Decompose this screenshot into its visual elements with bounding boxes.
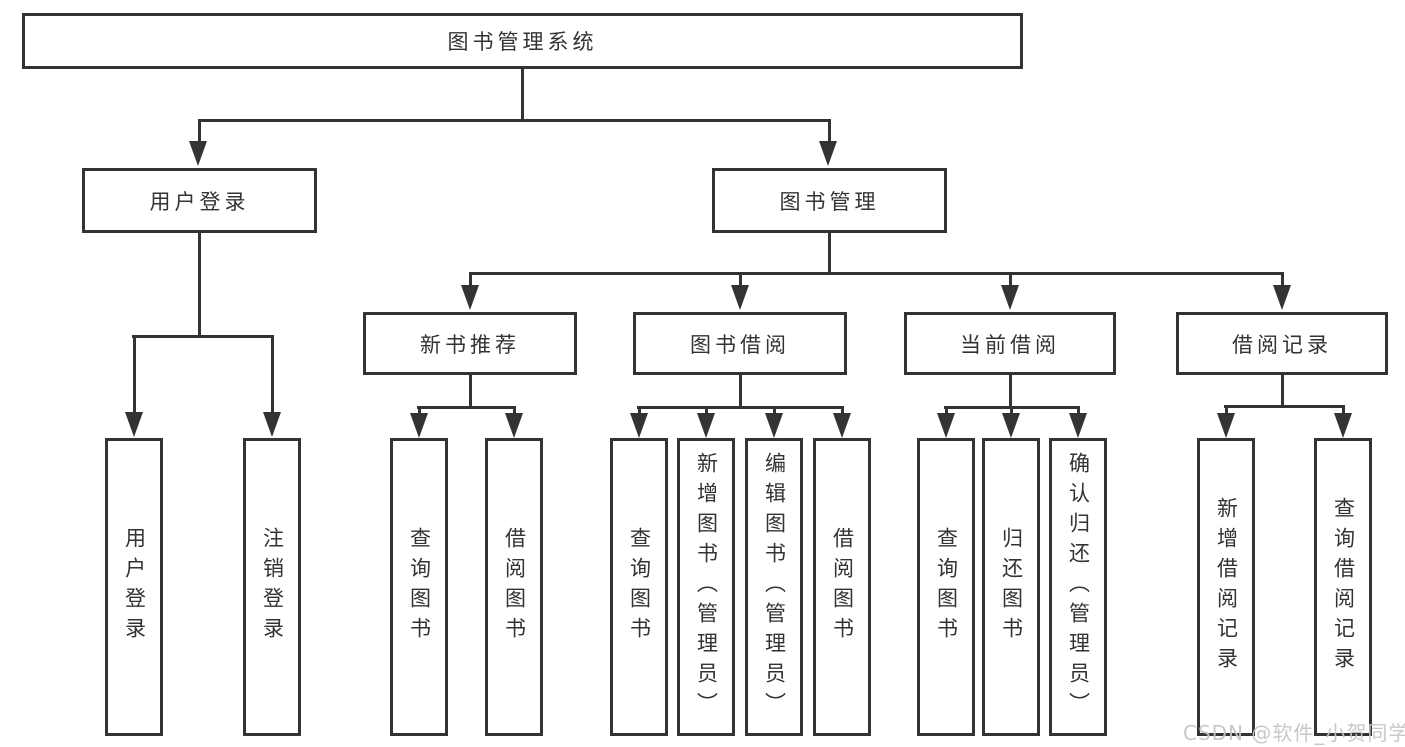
arrow-br-query — [1334, 413, 1352, 438]
arrow-cb-query — [937, 413, 955, 438]
arrow-bb-add — [697, 413, 715, 438]
connector-new-book-bus — [417, 406, 516, 409]
node-book-borrow-label: 图书借阅 — [690, 332, 790, 357]
arrow-book-borrow — [731, 285, 749, 310]
leaf-bb-edit-books-admin-label: 编辑图书（管理员） — [762, 452, 787, 722]
connector-drop-bb-edit — [773, 406, 776, 416]
arrow-br-add — [1217, 413, 1235, 438]
arrow-new-book — [461, 285, 479, 310]
arrow-user-login — [189, 141, 207, 166]
connector-drop-br-query — [1342, 405, 1345, 415]
arrow-book-mgmt — [819, 141, 837, 166]
node-book-management: 图书管理 — [712, 168, 947, 233]
connector-current-borrow-stem — [1009, 375, 1012, 408]
leaf-br-add-record: 新增借阅记录 — [1197, 438, 1255, 736]
connector-drop-borrow-record — [1281, 272, 1284, 288]
leaf-user-login: 用户登录 — [105, 438, 163, 736]
leaf-cb-query-books-label: 查询图书 — [934, 527, 959, 647]
node-current-borrow: 当前借阅 — [904, 312, 1116, 375]
connector-root-bus — [198, 119, 831, 122]
leaf-user-login-label: 用户登录 — [122, 527, 147, 647]
arrow-leaf-logout — [263, 412, 281, 437]
leaf-bb-add-books-admin: 新增图书（管理员） — [677, 438, 735, 736]
connector-borrow-record-bus — [1224, 405, 1345, 408]
leaf-nb-borrow-books-label: 借阅图书 — [502, 527, 527, 647]
arrow-bb-query — [630, 413, 648, 438]
connector-book-borrow-stem — [739, 375, 742, 408]
connector-drop-leaf-user-login — [133, 335, 136, 415]
arrow-leaf-user-login — [125, 412, 143, 437]
connector-drop-cb-return — [1010, 406, 1013, 416]
connector-root-stem — [521, 69, 524, 121]
connector-book-borrow-bus — [637, 406, 844, 409]
node-root-label: 图书管理系统 — [447, 30, 598, 54]
connector-drop-bb-borrow — [841, 406, 844, 416]
leaf-logout: 注销登录 — [243, 438, 301, 736]
node-user-login-label: 用户登录 — [149, 189, 250, 214]
leaf-bb-add-books-admin-label: 新增图书（管理员） — [694, 452, 719, 722]
csdn-watermark: CSDN @软件_小贺同学 — [1183, 721, 1405, 745]
connector-new-book-stem — [469, 375, 472, 408]
leaf-nb-query-books-label: 查询图书 — [407, 527, 432, 647]
connector-drop-book-borrow — [739, 272, 742, 288]
connector-drop-new-book — [469, 272, 472, 288]
arrow-current-borrow — [1001, 285, 1019, 310]
connector-drop-bb-query — [638, 406, 641, 416]
arrow-bb-borrow — [833, 413, 851, 438]
connector-borrow-record-stem — [1281, 375, 1284, 408]
leaf-nb-borrow-books: 借阅图书 — [485, 438, 543, 736]
node-new-book-recommend-label: 新书推荐 — [420, 332, 520, 357]
connector-drop-nb-borrow — [513, 406, 516, 416]
leaf-bb-query-books-label: 查询图书 — [627, 527, 652, 647]
leaf-cb-confirm-return-admin: 确认归还（管理员） — [1049, 438, 1107, 736]
leaf-bb-query-books: 查询图书 — [610, 438, 668, 736]
leaf-nb-query-books: 查询图书 — [390, 438, 448, 736]
connector-drop-cb-confirm — [1077, 406, 1080, 416]
leaf-bb-borrow-books: 借阅图书 — [813, 438, 871, 736]
leaf-cb-return-books: 归还图书 — [982, 438, 1040, 736]
connector-book-mgmt-bus — [469, 272, 1283, 275]
node-book-borrow: 图书借阅 — [633, 312, 847, 375]
connector-drop-bb-add — [705, 406, 708, 416]
arrow-nb-borrow — [505, 413, 523, 438]
connector-drop-book-mgmt — [828, 119, 831, 147]
connector-book-mgmt-stem — [828, 233, 831, 274]
connector-user-login-stem — [198, 233, 201, 337]
leaf-cb-query-books: 查询图书 — [917, 438, 975, 736]
connector-user-login-bus — [132, 335, 274, 338]
node-root: 图书管理系统 — [22, 13, 1023, 69]
node-new-book-recommend: 新书推荐 — [363, 312, 577, 375]
connector-drop-br-add — [1225, 405, 1228, 415]
arrow-cb-confirm — [1069, 413, 1087, 438]
connector-drop-leaf-logout — [271, 335, 274, 415]
node-borrow-record-label: 借阅记录 — [1232, 332, 1332, 357]
connector-drop-user-login — [198, 119, 201, 147]
node-book-management-label: 图书管理 — [779, 189, 880, 214]
leaf-logout-label: 注销登录 — [260, 527, 285, 647]
arrow-bb-edit — [765, 413, 783, 438]
leaf-bb-borrow-books-label: 借阅图书 — [830, 527, 855, 647]
leaf-br-query-record: 查询借阅记录 — [1314, 438, 1372, 736]
node-current-borrow-label: 当前借阅 — [960, 332, 1060, 357]
leaf-bb-edit-books-admin: 编辑图书（管理员） — [745, 438, 803, 736]
leaf-br-query-record-label: 查询借阅记录 — [1331, 497, 1356, 677]
leaf-cb-return-books-label: 归还图书 — [999, 527, 1024, 647]
arrow-cb-return — [1002, 413, 1020, 438]
node-user-login: 用户登录 — [82, 168, 317, 233]
leaf-br-add-record-label: 新增借阅记录 — [1214, 497, 1239, 677]
arrow-nb-query — [410, 413, 428, 438]
connector-drop-cb-query — [945, 406, 948, 416]
leaf-cb-confirm-return-admin-label: 确认归还（管理员） — [1066, 452, 1091, 722]
connector-drop-nb-query — [418, 406, 421, 416]
node-borrow-record: 借阅记录 — [1176, 312, 1388, 375]
arrow-borrow-record — [1273, 285, 1291, 310]
connector-drop-current-borrow — [1009, 272, 1012, 288]
